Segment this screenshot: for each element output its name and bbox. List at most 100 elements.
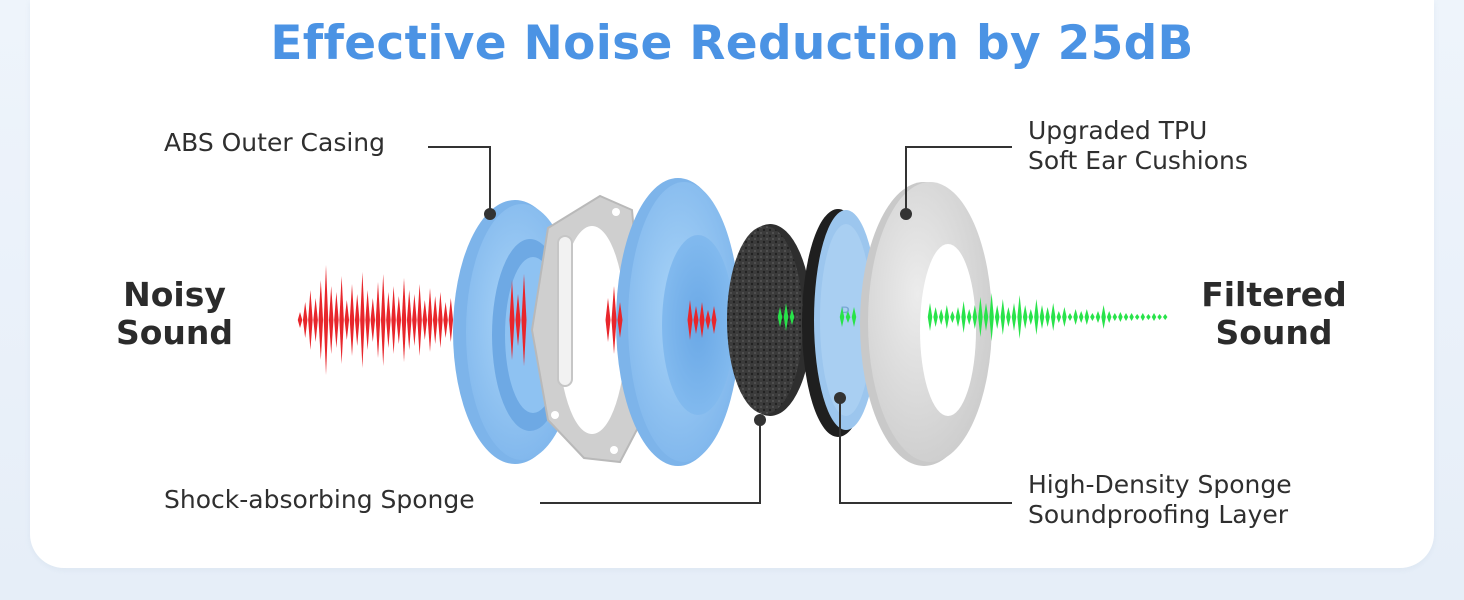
wave-spike <box>365 290 370 350</box>
wave-spike <box>391 286 396 354</box>
wave-spike <box>1118 312 1123 322</box>
filtered-sound-wave <box>777 293 1168 341</box>
wave-spike <box>839 307 845 327</box>
wave-spike <box>422 300 428 340</box>
wave-spike <box>1095 311 1101 323</box>
wave-spike <box>1129 313 1134 321</box>
wave-spike <box>349 284 355 356</box>
callout-dots <box>484 208 912 426</box>
wave-spike <box>1084 309 1090 325</box>
gray-gasket-plate <box>530 194 644 464</box>
wave-spike <box>509 280 515 360</box>
wave-spike <box>1134 314 1140 320</box>
wave-spike <box>989 293 994 341</box>
page-title: Effective Noise Reduction by 25dB <box>270 16 1194 71</box>
wave-spike <box>944 305 950 329</box>
wave-spike <box>1050 303 1056 331</box>
noisy-sound-label: Noisy Sound <box>115 275 234 352</box>
wave-spike <box>777 307 783 327</box>
wave-spike <box>1123 313 1129 321</box>
wave-spike <box>360 272 365 368</box>
wave-spike <box>401 278 407 362</box>
wave-spike <box>1028 309 1034 325</box>
noisy-wave-inside <box>509 274 717 366</box>
wave-spike <box>308 290 313 350</box>
wave-spike <box>845 311 851 323</box>
wave-spike <box>515 294 521 346</box>
wave-spike <box>783 303 789 331</box>
wave-spike <box>370 298 376 342</box>
wave-spike <box>318 280 324 360</box>
shock-absorbing-sponge <box>727 224 812 416</box>
wave-spike <box>323 265 329 375</box>
tpu-ear-cushion <box>860 182 992 466</box>
wave-spike <box>1146 314 1151 320</box>
wave-spike <box>1162 314 1168 320</box>
wave-spike <box>961 301 966 333</box>
wave-spike <box>1056 311 1062 323</box>
wave-spike <box>417 284 422 356</box>
wave-spike <box>1112 313 1118 321</box>
wave-spike <box>443 302 448 338</box>
wave-spike <box>972 305 978 329</box>
wave-spike <box>334 292 339 348</box>
wave-spike <box>1011 303 1017 331</box>
callout-abs-casing: ABS Outer Casing <box>164 128 386 157</box>
wave-spike <box>339 276 344 364</box>
callout-tpu-cushions: Upgraded TPU Soft Ear Cushions <box>1028 116 1248 175</box>
wave-spike <box>617 302 623 338</box>
wave-spike <box>380 274 386 366</box>
wave-spike <box>406 290 412 350</box>
wave-spike <box>1101 305 1106 329</box>
wave-spike <box>1067 313 1073 321</box>
wave-spike <box>851 307 857 327</box>
wave-spike <box>1140 313 1146 321</box>
wave-spike <box>978 297 983 337</box>
wave-spike <box>354 294 360 346</box>
filtered-sound-label: Filtered Sound <box>1201 275 1347 352</box>
wave-spike <box>1090 313 1095 321</box>
wave-spike <box>711 306 717 334</box>
wave-spike <box>396 296 402 344</box>
callout-leader-lines <box>428 146 1012 504</box>
wave-spike <box>933 307 938 327</box>
wave-spike <box>687 300 693 340</box>
wave-spike <box>432 296 438 344</box>
svg-text:R: R <box>840 303 851 322</box>
wave-spike <box>1022 305 1028 329</box>
callout-high-density: High-Density Sponge Soundproofing Layer <box>1028 470 1292 529</box>
noisy-sound-wave <box>297 265 454 375</box>
inner-blue-cup <box>616 178 740 466</box>
wave-spike <box>1062 307 1067 327</box>
wave-spike <box>1034 299 1039 335</box>
wave-spike <box>955 307 961 327</box>
wave-spike <box>438 292 443 348</box>
wave-spike <box>950 311 955 323</box>
wave-spike <box>297 312 303 328</box>
wave-spike <box>1106 311 1112 323</box>
wave-spike <box>605 298 611 342</box>
wave-spike <box>611 286 617 354</box>
wave-spike <box>521 274 527 366</box>
wave-spike <box>705 310 711 330</box>
wave-spike <box>789 309 795 325</box>
wave-spike <box>1157 314 1162 320</box>
wave-spike <box>1000 299 1006 335</box>
wave-spike <box>699 302 705 338</box>
wave-spike <box>966 309 972 325</box>
wave-spike <box>938 309 944 325</box>
wave-spike <box>412 294 417 346</box>
wave-spike <box>1039 305 1045 329</box>
wave-spike <box>1151 313 1157 321</box>
wave-spike <box>983 303 989 331</box>
wave-spike <box>693 306 699 334</box>
wave-spike <box>386 292 391 348</box>
wave-spike <box>1017 295 1022 339</box>
wave-spike <box>313 298 318 342</box>
high-density-sponge-disc: R <box>802 209 878 437</box>
wave-spike <box>994 305 1000 329</box>
wave-spike <box>1006 307 1011 327</box>
wave-spike <box>1073 309 1078 325</box>
callout-shock-sponge: Shock-absorbing Sponge <box>164 485 475 514</box>
